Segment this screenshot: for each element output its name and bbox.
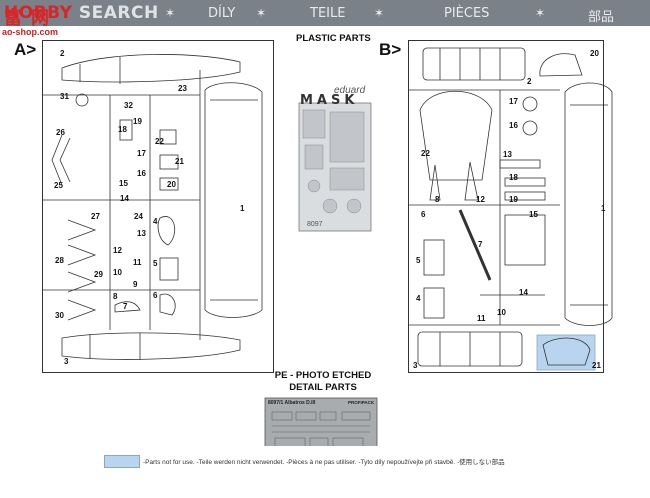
part-number: 21 bbox=[592, 361, 601, 370]
lower-wing bbox=[564, 82, 613, 326]
part-number: 2 bbox=[60, 49, 65, 58]
part-number: 26 bbox=[56, 128, 65, 137]
star-icon: ✶ bbox=[256, 6, 267, 20]
lang-fr: PIÈCES bbox=[444, 6, 490, 21]
part-number: 29 bbox=[94, 270, 103, 279]
pe-fret-brand: PROFIPACK bbox=[348, 400, 375, 405]
watermark-site: ao-shop.com bbox=[2, 27, 59, 37]
part-number: 11 bbox=[133, 258, 142, 267]
upper-wing bbox=[204, 82, 263, 318]
star-icon: ✶ bbox=[535, 6, 546, 20]
lang-cz: DÍLY bbox=[208, 6, 236, 21]
part-number: 18 bbox=[509, 173, 518, 182]
brand-part1: HOBBY bbox=[4, 3, 73, 23]
header-bar: HOBBY SEARCH ✶ DÍLY ✶ TEILE ✶ PIÈCES ✶ 部… bbox=[0, 0, 650, 26]
lang-jp: 部品 bbox=[588, 10, 615, 25]
part-number: 16 bbox=[137, 169, 146, 178]
part-number: 19 bbox=[509, 195, 518, 204]
part-number: 5 bbox=[416, 256, 421, 265]
part-number: 24 bbox=[134, 212, 143, 221]
part-number: 7 bbox=[123, 302, 128, 311]
part-number: 1 bbox=[240, 204, 245, 213]
mask-word: MASK bbox=[300, 93, 359, 108]
pe-title-line1: PE - PHOTO ETCHED bbox=[274, 370, 372, 381]
pe-fret-title: 8097/1 Albatros D.III bbox=[268, 400, 316, 406]
part-number: 20 bbox=[590, 49, 599, 58]
mask-brand: eduard bbox=[334, 85, 366, 96]
part-number: 12 bbox=[113, 246, 122, 255]
part-number: 21 bbox=[175, 157, 184, 166]
sprue-b-frame bbox=[408, 40, 604, 373]
part-number: 27 bbox=[91, 212, 100, 221]
part-number: 14 bbox=[519, 288, 528, 297]
part-number: 3 bbox=[64, 357, 69, 366]
pe-parts-title: PE - PHOTO ETCHED DETAIL PARTS bbox=[263, 370, 383, 394]
part-number: 23 bbox=[178, 84, 187, 93]
sprue-b-label: B> bbox=[379, 40, 402, 59]
part-number: 8 bbox=[113, 292, 118, 301]
part-number: 25 bbox=[54, 181, 63, 190]
star-icon: ✶ bbox=[165, 6, 176, 20]
horizontal-stabilizer bbox=[422, 47, 526, 81]
part-number: 16 bbox=[509, 121, 518, 130]
part-number: 20 bbox=[167, 180, 176, 189]
part-number: 22 bbox=[421, 149, 430, 158]
part-number: 1 bbox=[601, 204, 606, 213]
part-number: 12 bbox=[476, 195, 485, 204]
part-number: 4 bbox=[153, 217, 158, 226]
part-number: 18 bbox=[118, 125, 127, 134]
lang-de: TEILE bbox=[310, 6, 346, 21]
part-number: 15 bbox=[119, 179, 128, 188]
part-number: 3 bbox=[413, 361, 418, 370]
part-number: 7 bbox=[478, 240, 483, 249]
part-number: 6 bbox=[153, 291, 158, 300]
fuselage-half-top bbox=[61, 54, 241, 83]
mask-code: 8097 bbox=[307, 221, 323, 228]
part-number: 9 bbox=[133, 280, 138, 289]
part-number: 13 bbox=[137, 229, 146, 238]
watermark-cn: 富 网 bbox=[4, 8, 52, 28]
part-number: 15 bbox=[529, 210, 538, 219]
legend-area bbox=[0, 446, 650, 498]
part-number: 19 bbox=[133, 117, 142, 126]
unused-parts-legend: -Parts not for use. -Teile werden nicht … bbox=[143, 459, 505, 466]
part-number: 32 bbox=[124, 101, 133, 110]
part-number: 17 bbox=[137, 149, 146, 158]
pe-title-line2: DETAIL PARTS bbox=[289, 382, 357, 393]
plastic-parts-title: PLASTIC PARTS bbox=[296, 33, 371, 44]
part-number: 14 bbox=[120, 194, 129, 203]
part-number: 5 bbox=[153, 259, 158, 268]
part-number: 17 bbox=[509, 97, 518, 106]
fuselage-half-bottom bbox=[61, 332, 241, 360]
mask-sheet bbox=[298, 102, 372, 232]
part-number: 4 bbox=[416, 294, 421, 303]
sprue-a-label: A> bbox=[14, 40, 37, 59]
brand-logo: HOBBY SEARCH bbox=[4, 3, 159, 23]
unused-parts-swatch bbox=[104, 455, 140, 468]
part-number: 10 bbox=[497, 308, 506, 317]
part-number: 8 bbox=[435, 195, 440, 204]
part-number: 31 bbox=[60, 92, 69, 101]
part-number: 13 bbox=[503, 150, 512, 159]
part-number: 28 bbox=[55, 256, 64, 265]
part-number: 30 bbox=[55, 311, 64, 320]
sprue-a-frame bbox=[42, 40, 274, 373]
brand-part2: SEARCH bbox=[78, 3, 159, 23]
part-number: 11 bbox=[477, 314, 486, 323]
part-number: 10 bbox=[113, 268, 122, 277]
part-number: 6 bbox=[421, 210, 426, 219]
part-number: 2 bbox=[527, 77, 532, 86]
star-icon: ✶ bbox=[374, 6, 385, 20]
part-number: 22 bbox=[155, 137, 164, 146]
